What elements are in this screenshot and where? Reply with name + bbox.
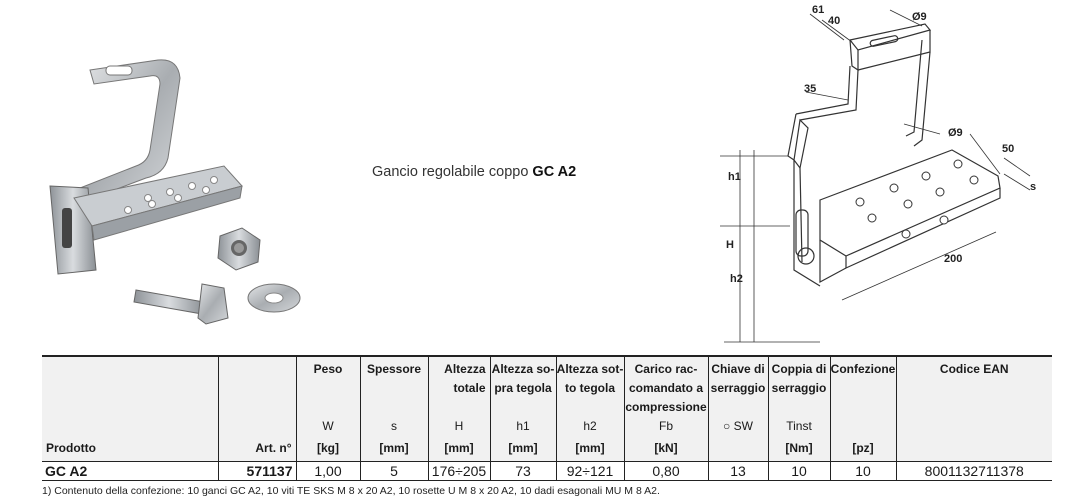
cell-carico: 0,80 bbox=[623, 461, 708, 481]
dim-35-label: 35 bbox=[804, 83, 816, 95]
cell-altezza-sotto: 92÷121 bbox=[555, 461, 624, 481]
hook-image bbox=[49, 59, 243, 275]
caption-prefix: Gancio regolabile coppo bbox=[372, 164, 529, 180]
bolt-image bbox=[133, 283, 229, 325]
cell-peso: 1,00 bbox=[295, 461, 360, 481]
dim-h1-label: h1 bbox=[728, 171, 741, 183]
product-photo bbox=[49, 59, 301, 325]
table-row: GC A2 571137 1,00 5 176÷205 73 92÷121 0,… bbox=[42, 461, 1052, 481]
dim-H-label: H bbox=[726, 239, 734, 251]
cell-altezza-sopra: 73 bbox=[489, 461, 556, 481]
header-art: Art. n° bbox=[217, 355, 296, 462]
dim-h2-label: h2 bbox=[730, 273, 743, 285]
dim-40-label: 40 bbox=[828, 15, 840, 27]
header-ean: Codice EAN bbox=[895, 355, 1052, 462]
washer-image bbox=[247, 283, 301, 313]
header-altezza-sopra: Altezza so-pra tegola h1 [mm] bbox=[489, 355, 556, 462]
dim-50-label: 50 bbox=[1002, 143, 1014, 155]
dim-200-label: 200 bbox=[944, 253, 962, 265]
spec-table: Prodotto Art. n° Peso W [kg] Spessore s … bbox=[42, 355, 1052, 481]
cell-confezione: 10 bbox=[829, 461, 896, 481]
cell-ean: 8001132711378 bbox=[895, 461, 1052, 481]
dim-phi9-mid-label: Ø9 bbox=[948, 127, 963, 139]
dim-61-label: 61 bbox=[812, 4, 824, 16]
cell-art: 571137 bbox=[217, 461, 296, 481]
product-caption: Gancio regolabile coppo GC A2 bbox=[372, 164, 576, 180]
caption-product: GC A2 bbox=[532, 164, 577, 180]
cell-coppia: 10 bbox=[767, 461, 830, 481]
table-header-row: Prodotto Art. n° Peso W [kg] Spessore s … bbox=[42, 355, 1052, 462]
header-altezza-sotto: Altezza sot-to tegola h2 [mm] bbox=[555, 355, 624, 462]
header-peso: Peso W [kg] bbox=[295, 355, 360, 462]
cell-spessore: 5 bbox=[359, 461, 428, 481]
footnote: 1) Contenuto della confezione: 10 ganci … bbox=[42, 485, 660, 497]
header-spessore: Spessore s [mm] bbox=[359, 355, 428, 462]
dim-phi9-top-label: Ø9 bbox=[912, 11, 927, 23]
dim-s-label: s bbox=[1030, 181, 1036, 193]
nut-image bbox=[217, 227, 261, 271]
cell-altezza: 176÷205 bbox=[427, 461, 490, 481]
cell-prodotto: GC A2 bbox=[42, 461, 218, 481]
technical-drawing: 61 40 Ø9 35 Ø9 50 s 200 h1 H h2 bbox=[720, 4, 1036, 343]
cell-chiave: 13 bbox=[707, 461, 768, 481]
header-prodotto: Prodotto bbox=[42, 355, 218, 462]
header-confezione: Confezione [pz] bbox=[829, 355, 896, 462]
